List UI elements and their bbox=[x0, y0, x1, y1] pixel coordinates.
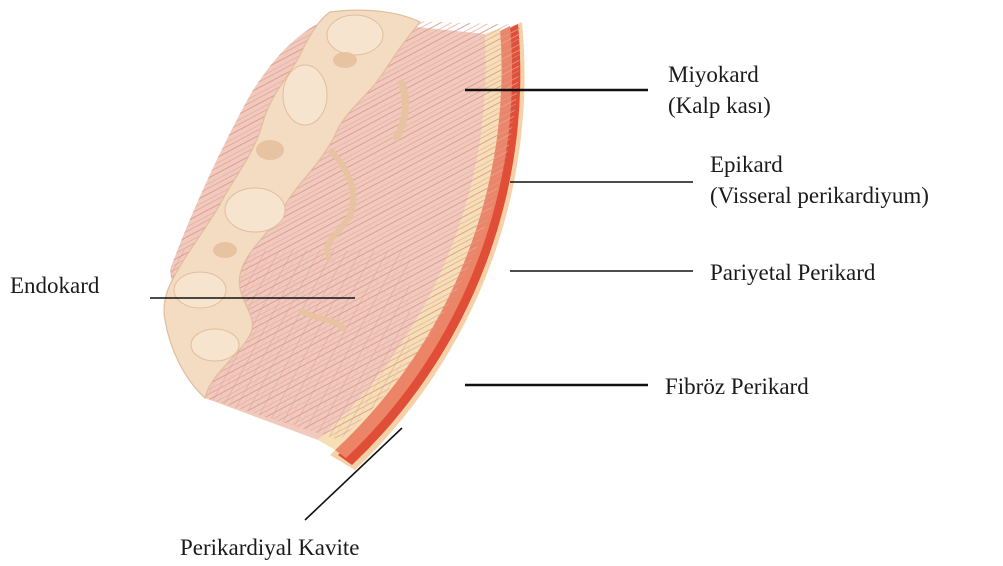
label-parietal-pericardium: Pariyetal Perikard bbox=[710, 260, 876, 285]
label-myocardium-subtitle: (Kalp kası) bbox=[668, 93, 771, 118]
label-endocardium: Endokard bbox=[10, 273, 100, 298]
label-pericardial-cavity: Perikardiyal Kavite bbox=[180, 535, 359, 560]
label-epicardium-subtitle: (Visseral perikardiyum) bbox=[710, 183, 929, 208]
label-myocardium: Miyokard bbox=[668, 62, 759, 87]
label-fibrous-pericardium: Fibröz Perikard bbox=[665, 374, 809, 399]
label-epicardium: Epikard bbox=[710, 152, 783, 177]
